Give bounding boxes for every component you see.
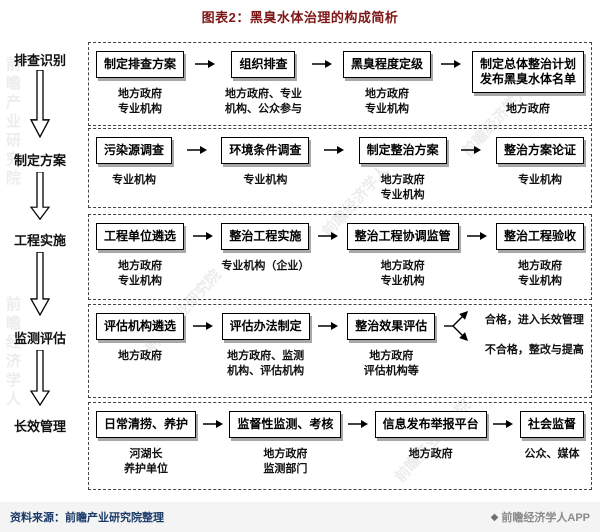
flow-step: 制定总体整治计划 发布黑臭水体名单 地方政府	[471, 51, 584, 117]
flow-box-actors: 地方政府	[408, 448, 453, 460]
flow-box-actors: 公众、媒体	[524, 448, 580, 460]
arrow-right-icon	[202, 420, 223, 428]
chart-title: 图表2：黑臭水体治理的构成简析	[201, 10, 399, 25]
flow-step: 整治工程验收 地方政府 专业机构	[495, 223, 584, 289]
arrow-right-icon	[318, 232, 338, 240]
flow-box: 评估办法制定	[221, 313, 310, 340]
flow-step: 制定整治方案 地方政府 专业机构	[358, 137, 447, 203]
watermark-text: 前瞻经济学人	[4, 296, 21, 410]
flow-box-actors: 地方政府 专业机构	[517, 260, 562, 287]
flow-box: 组织排查	[231, 51, 296, 78]
flow-box-actors: 地方政府 监测部门	[263, 448, 308, 475]
flow-box-actors: 地方政府 专业机构	[364, 88, 409, 115]
outcome-pass: 合格，进入长效管理	[484, 314, 584, 326]
arrow-right-icon	[312, 60, 333, 68]
flow-box: 整治方案论证	[495, 137, 584, 164]
stage-label-planning: 制定方案	[13, 153, 66, 168]
stage-label-identification: 排查识别	[13, 53, 66, 68]
flow-box-actors: 专业机构	[243, 174, 288, 186]
flow-step: 组织排查 地方政府、专业 机构、公众参与	[225, 51, 302, 117]
flow-box-actors: 专业机构	[112, 174, 156, 186]
flow-box: 整治工程实施	[221, 223, 310, 250]
flow-box-actors: 地方政府、监测 机构、评估机构	[227, 350, 305, 377]
flow-box-actors: 专业机构	[517, 174, 562, 186]
brand-name: 前瞻经济学人APP	[501, 512, 590, 524]
flow-step: 评估机构遴选 地方政府	[96, 313, 185, 364]
down-arrow-icon	[30, 172, 50, 220]
down-arrow-icon	[30, 252, 50, 316]
flow-box: 信息发布举报平台	[374, 411, 487, 438]
flow-step: 工程单位遴选 地方政府 专业机构	[96, 223, 185, 289]
down-arrow-icon	[30, 350, 50, 406]
arrow-right-icon	[324, 146, 344, 154]
flow-step: 信息发布举报平台 地方政府	[374, 411, 487, 462]
flow-box: 日常清捞、养护	[96, 411, 197, 438]
flow-box: 制定总体整治计划 发布黑臭水体名单	[471, 51, 584, 93]
stage-row-identification: 制定排查方案 地方政府 专业机构 组织排查 地方政府、专业 机构、公众参与 黑臭…	[88, 42, 592, 126]
outcome-fail: 不合格，整改与提高	[484, 344, 584, 356]
flow-box: 制定排查方案	[96, 51, 185, 78]
flow-box-actors: 专业机构（企业）	[221, 260, 310, 272]
arrow-right-icon	[194, 60, 215, 68]
flow-box-actors: 河湖长 养护单位	[124, 448, 168, 475]
flow-box-actors: 地方政府 专业机构	[118, 260, 162, 287]
flow-box-actors: 地方政府	[505, 103, 550, 115]
arrow-right-icon	[441, 60, 462, 68]
flow-step: 整治工程实施 专业机构（企业）	[221, 223, 310, 274]
flow-step: 整治方案论证 专业机构	[495, 137, 584, 188]
flow-box: 污染源调查	[96, 137, 173, 164]
arrow-right-icon	[186, 146, 207, 154]
arrow-right-icon	[348, 420, 368, 428]
flow-step: 污染源调查 专业机构	[96, 137, 173, 188]
stage-row-monitoring: 评估机构遴选 地方政府 评估办法制定 地方政府、监测 机构、评估机构 整治效果评…	[88, 304, 592, 398]
flow-box: 监督性监测、考核	[229, 411, 342, 438]
flow-step: 整治工程协调监管 地方政府 专业机构	[346, 223, 459, 289]
arrow-right-icon	[467, 232, 488, 240]
flow-box: 评估机构遴选	[96, 313, 185, 340]
flow-box: 制定整治方案	[358, 137, 447, 164]
flow-step: 整治效果评估 地方政府 评估机构等	[347, 313, 436, 379]
diamond-icon: ◆	[490, 511, 499, 523]
flow-box: 整治效果评估	[347, 313, 436, 340]
down-arrow-icon	[30, 70, 50, 138]
flow-box: 整治工程协调监管	[346, 223, 459, 250]
stage-label-management: 长效管理	[13, 419, 66, 434]
arrow-right-icon	[192, 232, 213, 240]
flow-box: 社会监督	[519, 411, 584, 438]
flow-step: 监督性监测、考核 地方政府 监测部门	[229, 411, 342, 477]
flow-box-actors: 地方政府	[118, 350, 162, 362]
evaluation-outcomes: 合格，进入长效管理 不合格，整改与提高	[483, 311, 584, 357]
stage-row-management: 日常清捞、养护 河湖长 养护单位 监督性监测、考核 地方政府 监测部门 信息发布…	[88, 402, 592, 490]
arrow-right-icon	[192, 322, 213, 330]
stage-row-implementation: 工程单位遴选 地方政府 专业机构 整治工程实施 专业机构（企业） 整治工程协调监…	[88, 214, 592, 300]
arrow-right-icon	[461, 146, 482, 154]
footer-bar: 资料来源：前瞻产业研究院整理 ◆ 前瞻经济学人APP	[0, 502, 600, 532]
arrow-right-icon	[318, 322, 339, 330]
flow-step: 社会监督 公众、媒体	[519, 411, 584, 462]
stage-label-monitoring: 监测评估	[13, 331, 66, 346]
source-note: 资料来源：前瞻产业研究院整理	[10, 512, 164, 524]
flow-step: 黑臭程度定级 地方政府 专业机构	[342, 51, 431, 117]
flow-box-actors: 地方政府 专业机构	[118, 88, 162, 115]
flow-step: 日常清捞、养护 河湖长 养护单位	[96, 411, 197, 477]
flow-box: 工程单位遴选	[96, 223, 185, 250]
stage-label-implementation: 工程实施	[13, 233, 66, 248]
stage-row-planning: 污染源调查 专业机构 环境条件调查 专业机构 制定整治方案 地方政府 专业机构 …	[88, 128, 592, 208]
flow-box-actors: 地方政府、专业 机构、公众参与	[224, 88, 302, 115]
flow-step: 环境条件调查 专业机构	[221, 137, 310, 188]
flow-box-actors: 地方政府 专业机构	[380, 260, 425, 287]
flow-box: 整治工程验收	[495, 223, 584, 250]
fork-arrows-icon	[444, 311, 469, 341]
flow-step: 评估办法制定 地方政府、监测 机构、评估机构	[221, 313, 310, 379]
arrow-right-icon	[493, 420, 514, 428]
flow-step: 制定排查方案 地方政府 专业机构	[96, 51, 185, 117]
watermark-text: 前瞻产业研究院	[4, 56, 21, 189]
flow-box: 环境条件调查	[221, 137, 310, 164]
flow-box: 黑臭程度定级	[342, 51, 431, 78]
flow-box-actors: 地方政府 专业机构	[380, 174, 425, 201]
flow-box-actors: 地方政府 评估机构等	[363, 350, 419, 377]
brand-logo: ◆ 前瞻经济学人APP	[491, 509, 590, 525]
